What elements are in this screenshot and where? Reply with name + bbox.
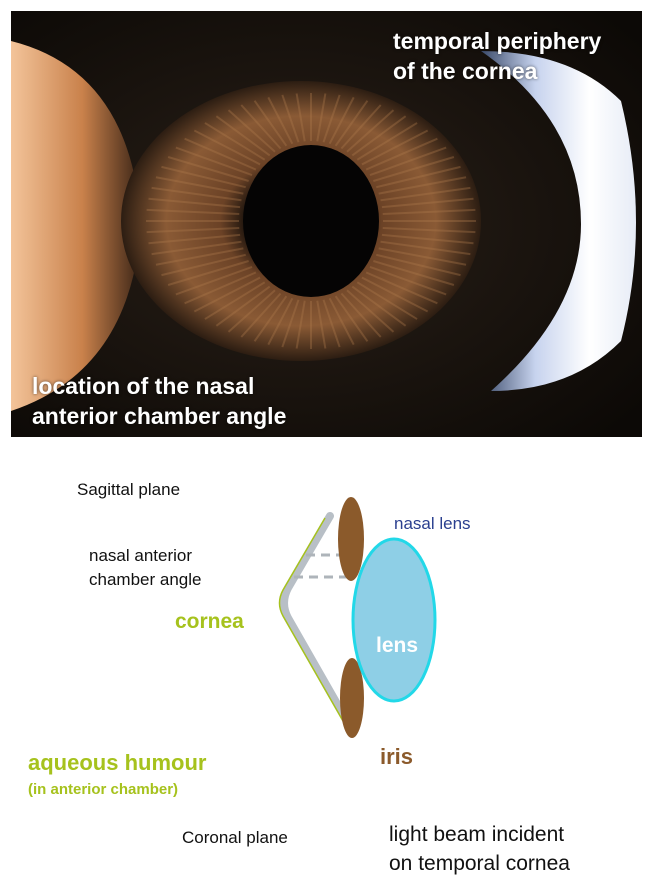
nasal-lens-label: nasal lens bbox=[394, 514, 471, 534]
nasal-angle-location-label: location of the nasal anterior chamber a… bbox=[32, 371, 286, 431]
anterior-chamber-sublabel: (in anterior chamber) bbox=[28, 781, 178, 798]
pupil bbox=[243, 145, 379, 297]
aqueous-humour-label: aqueous humour bbox=[28, 750, 206, 776]
light-beam-label: light beam incident on temporal cornea bbox=[389, 820, 570, 878]
temporal-periphery-label: temporal periphery of the cornea bbox=[393, 26, 601, 86]
lens-shape bbox=[353, 539, 435, 701]
coronal-plane-label: Coronal plane bbox=[182, 828, 288, 848]
upper-iris bbox=[338, 497, 364, 581]
nasal-anterior-chamber-angle-label: nasal anterior chamber angle bbox=[89, 544, 201, 592]
slit-lamp-photo: temporal periphery of the cornea locatio… bbox=[11, 11, 642, 437]
iris-label: iris bbox=[380, 744, 413, 770]
eye-cross-section-diagram: Sagittal plane nasal anterior chamber an… bbox=[0, 448, 647, 876]
sagittal-plane-label: Sagittal plane bbox=[77, 480, 180, 500]
cornea-label: cornea bbox=[175, 610, 244, 634]
diagram-graphics bbox=[0, 448, 647, 876]
lens-label: lens bbox=[376, 634, 418, 658]
